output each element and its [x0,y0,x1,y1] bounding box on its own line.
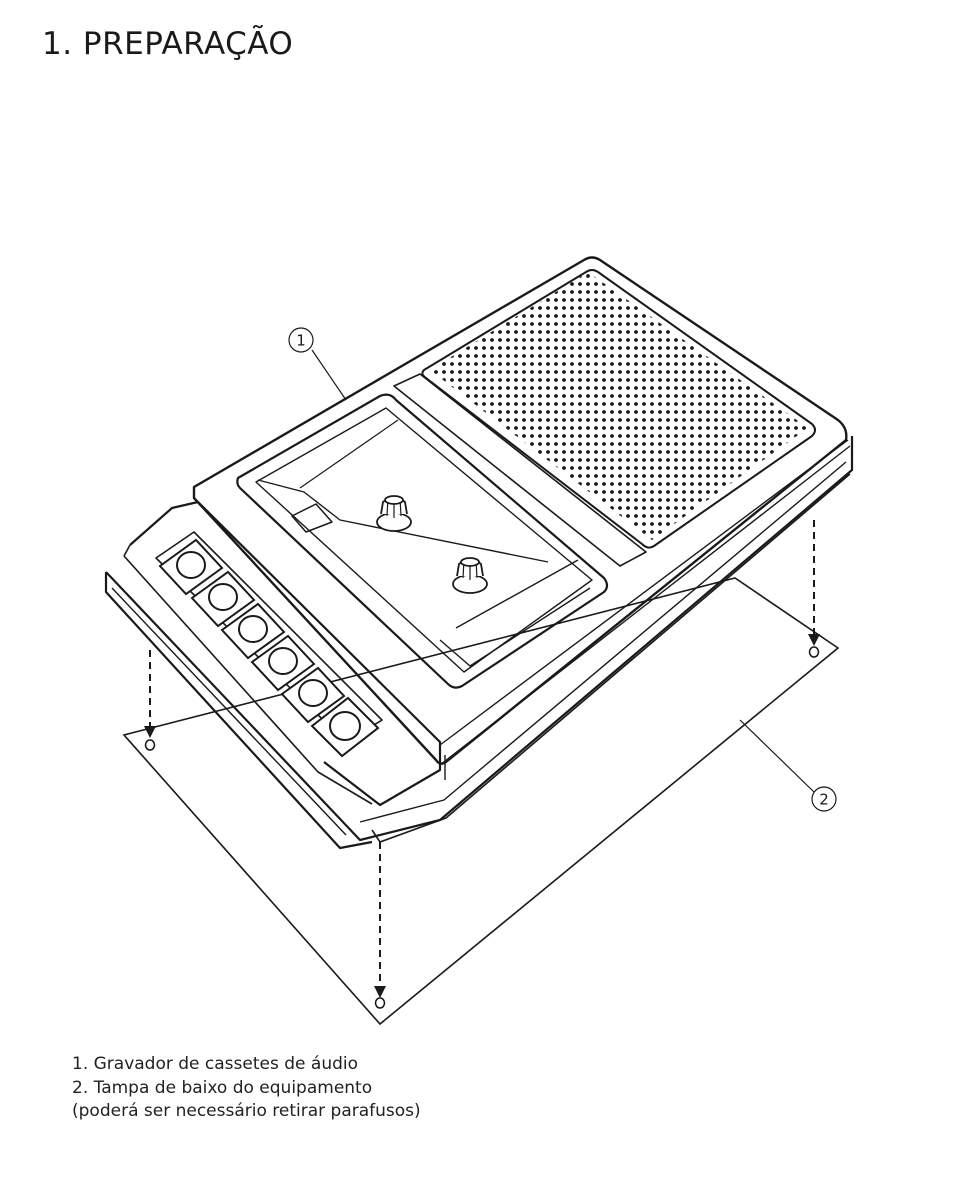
bottom-cover-plate [122,577,840,1026]
callout-2-label: 2 [819,791,829,809]
recorder-body [104,256,854,850]
tape-spindle-knob-lower [452,557,488,594]
legend-item-2: 2. Tampa de baixo do equipamento [72,1077,373,1098]
screw-arrows [144,634,820,998]
control-button-6 [310,696,380,758]
control-buttons [158,538,380,758]
legend-note: (poderá ser necessário retirar parafusos… [72,1101,421,1121]
page-title: 1. PREPARAÇÃO [42,26,294,62]
legend: 1. Gravador de cassetes de áudio 2. Tamp… [72,1053,421,1124]
callout-1-label: 1 [296,332,306,350]
tape-spindle-knob-upper [376,495,412,532]
screw-guides [149,520,815,992]
control-button-1 [158,538,224,596]
screw-holes [144,646,820,1009]
control-button-4 [250,634,316,692]
control-button-2 [190,570,256,628]
control-button-3 [220,602,286,660]
legend-item-1: 1. Gravador de cassetes de áudio [72,1054,359,1074]
callout-1: 1 [288,327,347,401]
callout-2: 2 [739,719,837,812]
control-button-5 [280,666,346,724]
